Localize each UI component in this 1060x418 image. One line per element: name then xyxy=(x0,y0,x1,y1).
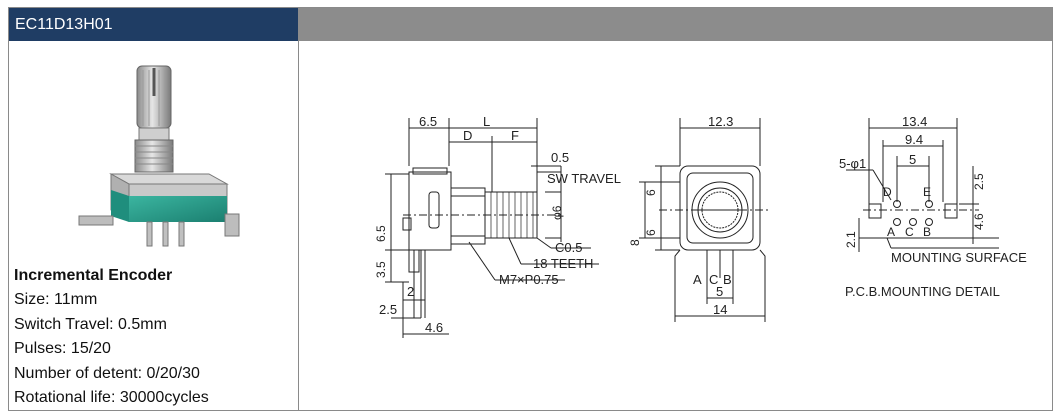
dim-6-5-top: 6.5 xyxy=(419,114,437,129)
dim-3-5: 3.5 xyxy=(374,261,388,278)
dim-phi6: φ6 xyxy=(550,205,564,220)
pcb-mounting-view xyxy=(846,118,999,252)
dim-2: 2 xyxy=(407,284,414,299)
pcb-pin-c: C xyxy=(905,225,914,239)
datasheet-panel: EC11D13H01 Incremental Encoder Size: xyxy=(8,7,1053,411)
front-pin-b: B xyxy=(723,272,732,287)
hole-diameter-label: 5-φ1 xyxy=(839,156,866,171)
front-dim-5: 5 xyxy=(716,284,723,299)
side-view xyxy=(385,118,599,338)
pcb-dim-5: 5 xyxy=(909,152,916,167)
dim-2-5: 2.5 xyxy=(379,302,397,317)
front-view xyxy=(639,118,769,322)
pcb-dim-4-6: 4.6 xyxy=(972,213,986,230)
dim-d: D xyxy=(463,128,472,143)
teeth-label: 18 TEETH xyxy=(533,256,593,271)
thread-label: M7×P0.75 xyxy=(499,272,559,287)
dim-12-3: 12.3 xyxy=(708,114,733,129)
dim-6-5-left: 6.5 xyxy=(374,225,388,242)
dimension-drawing: 6.5 L D F 0.5 SW TRAVEL φ6 C0.5 18 TEETH… xyxy=(374,114,1027,338)
pcb-pin-e: E xyxy=(923,185,931,199)
spec-switch-travel: Switch Travel: 0.5mm xyxy=(14,315,167,333)
pcb-pin-d: D xyxy=(883,185,892,199)
header-bar xyxy=(298,8,1052,41)
pcb-pin-a: A xyxy=(887,225,895,239)
pcb-pin-b: B xyxy=(923,225,931,239)
pcb-dim-2-1: 2.1 xyxy=(844,231,858,248)
spec-rotational-life: Rotational life: 30000cycles xyxy=(14,389,209,407)
spec-detents: Number of detent: 0/20/30 xyxy=(14,364,200,382)
dim-0-5: 0.5 xyxy=(551,150,569,165)
spec-pulses: Pulses: 15/20 xyxy=(14,340,111,358)
dim-8: 8 xyxy=(628,239,642,246)
mounting-surface-label: MOUNTING SURFACE xyxy=(891,250,1027,265)
dim-f: F xyxy=(511,128,519,143)
sw-travel-label: SW TRAVEL xyxy=(547,171,621,186)
column-divider xyxy=(298,41,299,410)
dim-13-4: 13.4 xyxy=(902,114,927,129)
dim-l: L xyxy=(483,114,490,129)
dim-6-upper: 6 xyxy=(644,189,658,196)
part-number-header: EC11D13H01 xyxy=(9,8,298,41)
dim-4-6: 4.6 xyxy=(425,320,443,335)
front-pin-c: C xyxy=(709,272,718,287)
pcb-detail-caption: P.C.B.MOUNTING DETAIL xyxy=(845,284,1000,299)
dim-6-lower: 6 xyxy=(644,229,658,236)
dim-9-4: 9.4 xyxy=(905,132,923,147)
spec-list: Incremental Encoder Size: 11mm Switch Tr… xyxy=(14,264,294,410)
product-type-title: Incremental Encoder xyxy=(14,267,173,284)
spec-size: Size: 11mm xyxy=(14,291,98,309)
encoder-photo xyxy=(78,65,240,247)
chamfer-label: C0.5 xyxy=(555,240,582,255)
dim-14: 14 xyxy=(713,302,727,317)
pcb-dim-2-5: 2.5 xyxy=(972,173,986,190)
front-pin-a: A xyxy=(693,272,702,287)
